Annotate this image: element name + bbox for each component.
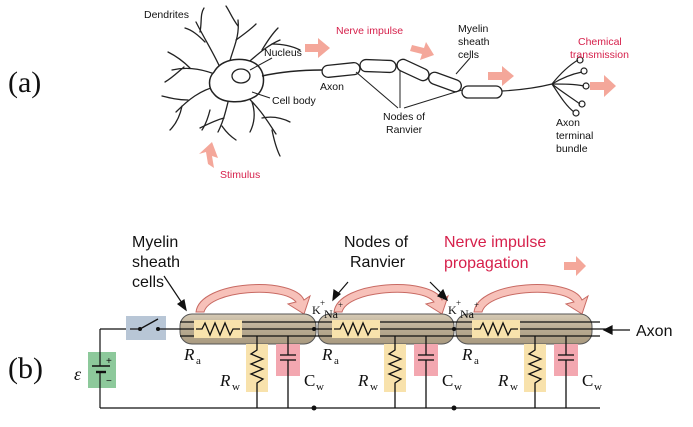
- myelin-label-2: sheath: [458, 36, 490, 48]
- cw-sub-3: w: [594, 381, 602, 393]
- chemical-label-1: Chemical: [578, 36, 622, 48]
- ra-sub-1: a: [196, 355, 201, 367]
- rw-sub-2: w: [370, 381, 378, 393]
- junction-dots: [311, 327, 457, 411]
- panel-a-label: (a): [8, 66, 41, 99]
- ra-label-3: R: [461, 345, 473, 364]
- myelin-b-label-1: Myelin: [132, 234, 178, 251]
- stimulus-label: Stimulus: [220, 169, 260, 181]
- myelin-label-1: Myelin: [458, 23, 489, 35]
- panel-a-pointers: [249, 57, 471, 109]
- rw-sub-3: w: [510, 381, 518, 393]
- ion-k-1: K: [312, 303, 321, 317]
- cw-sub-2: w: [454, 381, 462, 393]
- ion-na-2-plus: +: [474, 300, 479, 310]
- membrane-capacitors: [276, 336, 578, 408]
- nodes-label-1: Nodes of: [383, 111, 425, 123]
- ra-label-1: R: [183, 345, 195, 364]
- nodes-label-2: Ranvier: [386, 124, 423, 136]
- switch: [126, 316, 166, 340]
- ion-na-1: Na: [324, 307, 339, 321]
- cell-body-label: Cell body: [272, 95, 317, 107]
- cw-label-3: C: [582, 371, 593, 390]
- battery-minus: −: [106, 376, 112, 387]
- rw-label-3: R: [497, 371, 509, 390]
- myelin-segments: [321, 58, 503, 99]
- propagation-arcs: [195, 284, 589, 315]
- ion-na-2: Na: [460, 307, 475, 321]
- rw-sub-1: w: [232, 381, 240, 393]
- panel-b-arrows: [163, 275, 630, 335]
- terminal-label-2: terminal: [556, 130, 593, 142]
- axon-b-label: Axon: [636, 323, 672, 340]
- cw-label-1: C: [304, 371, 315, 390]
- battery-plus: +: [106, 356, 112, 367]
- ra-label-2: R: [321, 345, 333, 364]
- terminal-label-1: Axon: [556, 117, 580, 129]
- panel-b-label: (b): [8, 352, 43, 385]
- ra-sub-3: a: [474, 355, 479, 367]
- cw-label-2: C: [442, 371, 453, 390]
- membrane-resistors: [246, 336, 546, 408]
- propagation-label-2: propagation: [444, 255, 529, 272]
- ion-na-1-plus: +: [338, 300, 343, 310]
- ion-k-1-plus: +: [320, 298, 325, 308]
- impulse-arrows: [199, 38, 616, 168]
- nodes-b-label-2: Ranvier: [350, 254, 406, 271]
- nucleus-shape: [231, 68, 251, 84]
- chemical-label-2: transmission: [570, 49, 629, 61]
- terminal-label-3: bundle: [556, 143, 588, 155]
- propagation-label-1: Nerve impulse: [444, 234, 546, 251]
- nerve-impulse-label: Nerve impulse: [336, 25, 403, 37]
- ion-k-2-plus: +: [456, 298, 461, 308]
- rw-label-2: R: [357, 371, 369, 390]
- ion-k-2: K: [448, 303, 457, 317]
- axon-label: Axon: [320, 81, 344, 93]
- nodes-b-label-1: Nodes of: [344, 234, 409, 251]
- dendrites-drawing: [161, 5, 301, 157]
- rw-label-1: R: [219, 371, 231, 390]
- myelin-b-label-3: cells: [132, 274, 164, 291]
- axial-resistors: [194, 320, 520, 338]
- nucleus-label: Nucleus: [264, 47, 302, 59]
- axon-line: [261, 69, 323, 77]
- myelin-b-label-2: sheath: [132, 254, 180, 271]
- cw-sub-1: w: [316, 381, 324, 393]
- myelin-label-3: cells: [458, 49, 479, 61]
- battery: [88, 352, 116, 388]
- emf-label: ε: [74, 364, 82, 384]
- propagation-arrow: [564, 256, 586, 276]
- dendrites-label: Dendrites: [144, 9, 189, 21]
- axon-terminal-drawing: [501, 56, 590, 117]
- ra-sub-2: a: [334, 355, 339, 367]
